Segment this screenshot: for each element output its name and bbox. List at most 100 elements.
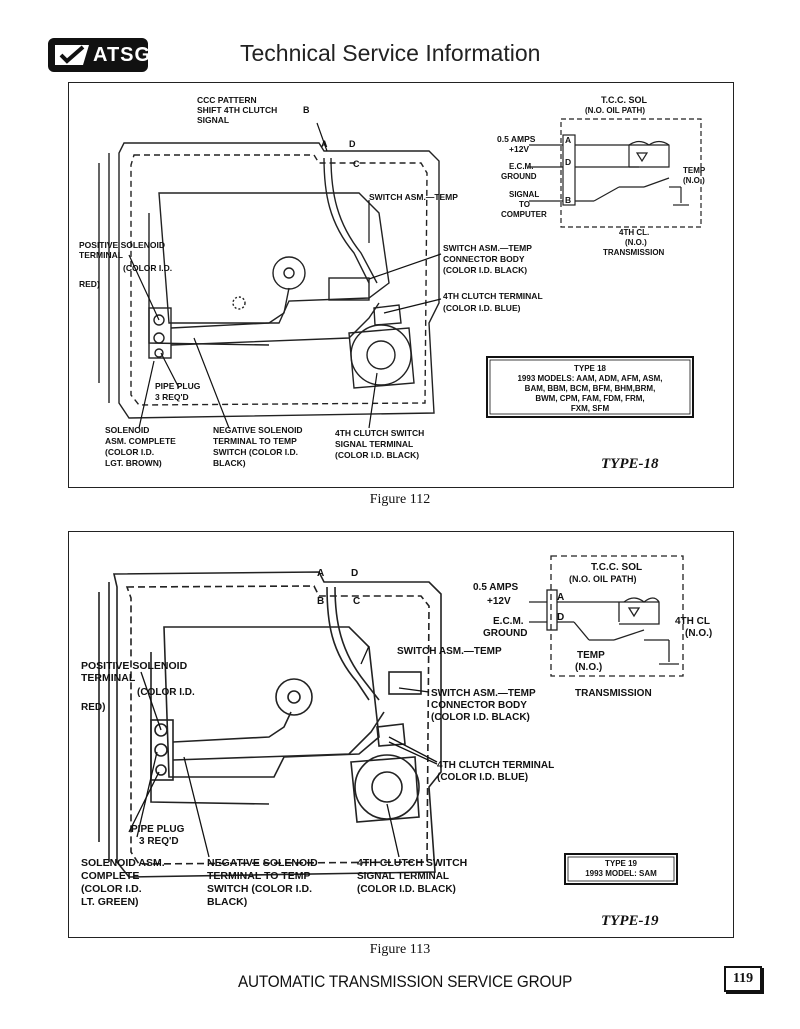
models-line-4: FXM, SFM [571, 404, 610, 413]
pipe-plug-2: 3 REQ'D [155, 392, 189, 402]
sw-conn-3-113: (COLOR I.D. BLACK) [431, 712, 530, 723]
clutch-term-1-113: 4TH CLUTCH TERMINAL [437, 760, 554, 771]
sol-asm-2: ASM. COMPLETE [105, 436, 176, 446]
ccc-label-3: SIGNAL [197, 115, 229, 125]
pin-d: D [349, 139, 356, 149]
neg-sol-1: NEGATIVE SOLENOID [213, 425, 303, 435]
models-type: TYPE 18 [574, 364, 607, 373]
pin-c: C [353, 159, 360, 169]
models-line-1: 1993 MODELS: AAM, ADM, AFM, ASM, [517, 374, 662, 383]
svg-text:SHIFT 4TH CLUTCH: SHIFT 4TH CLUTCH [197, 105, 277, 115]
pin-c-113: C [353, 596, 360, 607]
clutch-sw-3: (COLOR I.D. BLACK) [335, 450, 419, 460]
pin-a-113: A [317, 568, 324, 579]
pos-sol-1-113: POSITIVE SOLENOID [81, 660, 188, 672]
neg-sol-3-113: SWITCH (COLOR I.D. [207, 883, 312, 895]
sol-asm-3-113: (COLOR I.D. [81, 883, 142, 895]
ccc-label-2: SHIFT 4TH CLUTCH [197, 105, 277, 115]
signal-2: TO [519, 200, 530, 209]
sw-conn-3: (COLOR I.D. BLACK) [443, 265, 527, 275]
sol-asm-3: (COLOR I.D. [105, 447, 154, 457]
models-line-2: BAM, BBM, BCM, BFM, BHM,BRM, [525, 384, 656, 393]
signal-1: SIGNAL [509, 190, 539, 199]
temp-2-113: (N.O.) [575, 662, 602, 673]
temp-1: TEMP [683, 166, 706, 175]
cl-2-113: (N.O.) [685, 628, 712, 639]
sw-conn-1: SWITCH ASM.—TEMP [443, 243, 532, 253]
figure-112-panel: CCC PATTERN SHIFT 4TH CLUTCH SIGNAL B A … [68, 82, 734, 488]
sw-conn-2: CONNECTOR BODY [443, 254, 525, 264]
cl-1-113: 4TH CL [675, 616, 710, 627]
clutch-sw-2-113: SIGNAL TERMINAL [357, 871, 449, 882]
figure-113-caption: Figure 113 [369, 942, 431, 957]
pin-b: B [303, 105, 310, 115]
svg-text:CCC PATTERN: CCC PATTERN [197, 95, 257, 105]
clutch-sw-1-113: 4TH CLUTCH SWITCH [357, 857, 467, 869]
clutch-sw-3-113: (COLOR I.D. BLACK) [357, 884, 456, 895]
type-19-label: TYPE-19 [601, 913, 659, 929]
pos-sol-label-2: TERMINAL [79, 250, 123, 260]
page-number: 119 [724, 966, 762, 992]
pipe-2-113: 3 REQ'D [139, 836, 179, 847]
logo-text: ATSG [93, 44, 152, 66]
figure-113-panel: A D B C T.C.C. SOL (N.O. OIL PATH) 0.5 A… [68, 531, 734, 938]
sch-pin-a-113: A [557, 592, 564, 603]
figure-112-diagram: CCC PATTERN SHIFT 4TH CLUTCH SIGNAL B A … [79, 95, 706, 472]
ecm-1: E.C.M. [509, 162, 533, 171]
ecm-2-113: GROUND [483, 628, 527, 639]
tcc-1: T.C.C. SOL [601, 95, 648, 105]
sch-pin-a: A [565, 135, 571, 145]
pin-a: A [321, 139, 328, 149]
page-title: Technical Service Information [240, 40, 541, 66]
amps-2-113: +12V [487, 596, 511, 607]
red-113: RED) [81, 702, 105, 713]
amps-1-113: 0.5 AMPS [473, 582, 519, 593]
red-label: RED) [79, 279, 100, 289]
pos-color-label: (COLOR I.D. [123, 263, 172, 273]
switch-temp-label: SWITCH ASM.—TEMP [369, 192, 458, 202]
pos-sol-2-113: TERMINAL [81, 672, 136, 684]
transmission-113: TRANSMISSION [575, 688, 652, 699]
cl-3: TRANSMISSION [603, 248, 665, 257]
switch-temp-113: SWITCH ASM.—TEMP [397, 646, 502, 657]
pipe-plug-1: PIPE PLUG [155, 381, 201, 391]
tcc-2-113: (N.O. OIL PATH) [569, 574, 637, 584]
figure-112-caption: Figure 112 [369, 492, 431, 507]
neg-sol-4-113: BLACK) [207, 896, 247, 908]
models-line-113: 1993 MODEL: SAM [585, 869, 657, 878]
amps-2: +12V [509, 144, 529, 154]
models-line-3: BWM, CPM, FAM, FDM, FRM, [535, 394, 644, 403]
pin-d-113: D [351, 568, 358, 579]
clutch-term-2: (COLOR I.D. BLUE) [443, 303, 521, 313]
signal-3: COMPUTER [501, 210, 547, 219]
sol-asm-2-113: COMPLETE [81, 870, 139, 882]
clutch-term-1: 4TH CLUTCH TERMINAL [443, 291, 543, 301]
ecm-1-113: E.C.M. [493, 616, 524, 627]
sch-pin-b: B [565, 195, 571, 205]
pos-color-113: (COLOR I.D. [137, 687, 195, 698]
sol-asm-1: SOLENOID [105, 425, 149, 435]
models-type-113: TYPE 19 [605, 859, 638, 868]
checkmark-flag-icon [55, 45, 89, 65]
temp-2: (N.O.) [683, 176, 705, 185]
svg-text:SIGNAL: SIGNAL [197, 115, 229, 125]
sol-asm-4-113: LT. GREEN) [81, 896, 139, 908]
sol-asm-1-113: SOLENOID ASM. [81, 857, 165, 869]
pos-sol-label-1: POSITIVE SOLENOID [79, 240, 165, 250]
pin-b-113: B [317, 596, 324, 607]
sch-pin-d-113: D [557, 612, 564, 623]
type-18-label: TYPE-18 [601, 456, 659, 472]
pipe-1-113: PIPE PLUG [131, 824, 185, 835]
sol-asm-4: LGT. BROWN) [105, 458, 162, 468]
clutch-term-2-113: (COLOR I.D. BLUE) [437, 772, 528, 783]
tcc-2: (N.O. OIL PATH) [585, 106, 645, 115]
neg-sol-4: BLACK) [213, 458, 246, 468]
temp-1-113: TEMP [577, 650, 605, 661]
sw-conn-2-113: CONNECTOR BODY [431, 700, 527, 711]
clutch-sw-1: 4TH CLUTCH SWITCH [335, 428, 424, 438]
ccc-label-1: CCC PATTERN [197, 95, 257, 105]
amps-1: 0.5 AMPS [497, 134, 536, 144]
figure-113-diagram: A D B C T.C.C. SOL (N.O. OIL PATH) 0.5 A… [81, 555, 712, 929]
ecm-2: GROUND [501, 172, 537, 181]
atsg-logo: ATSG [48, 38, 152, 72]
